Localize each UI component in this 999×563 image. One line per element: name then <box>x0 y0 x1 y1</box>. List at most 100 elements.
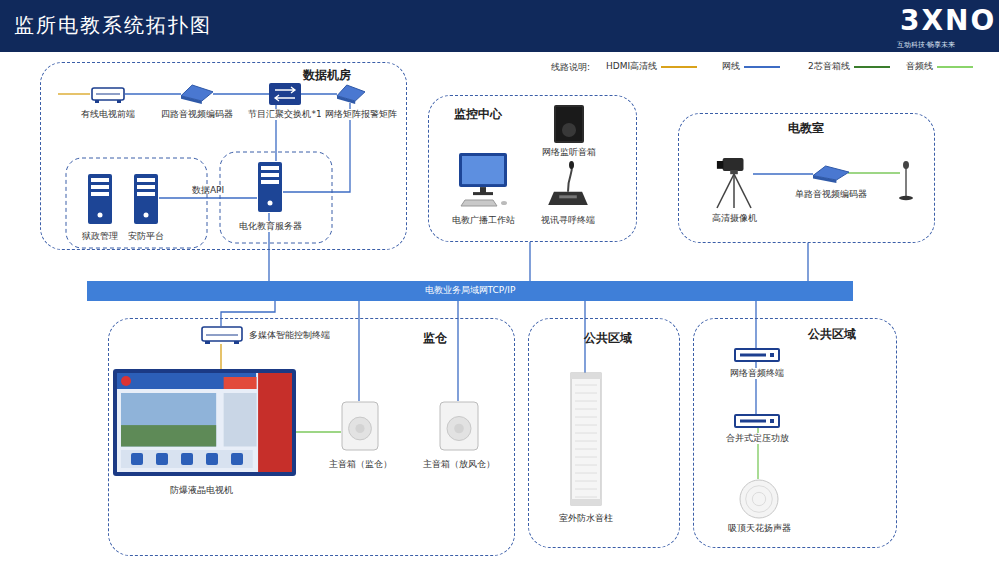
audio-wire <box>848 172 900 173</box>
group-box: 公共区域网络音频终端合并式定压功放吸顶天花扬声器 <box>693 318 897 548</box>
device-label: 合并式定压功放 <box>712 433 802 444</box>
device-node: 网络音频终端 <box>734 348 780 362</box>
device-node: 多媒体智能控制终端 <box>201 326 243 344</box>
rect-shape <box>224 377 257 389</box>
enc-icon <box>813 166 849 182</box>
hdmi-wire <box>58 93 90 94</box>
device-node: 主音箱（放风仓） <box>439 401 479 451</box>
rect-shape <box>113 369 296 476</box>
rect-shape <box>117 100 121 103</box>
rect-shape <box>269 83 301 105</box>
device-node: 节目汇聚交换机*1 <box>269 83 301 105</box>
line-shape <box>206 335 238 336</box>
device-node: 合并式定压功放 <box>734 414 780 428</box>
rack-icon <box>734 414 780 428</box>
microphone-base <box>899 196 913 200</box>
rect-shape <box>740 420 766 423</box>
device-node: 视讯寻呼终端 <box>546 161 590 205</box>
rect-shape <box>231 453 243 465</box>
device-node: 四路音视频编码器 <box>181 85 213 103</box>
line-shape <box>575 385 597 386</box>
group-heading: 公共区域 <box>573 331 643 345</box>
term-icon <box>201 326 243 344</box>
group-box: 公共区域室外防水音柱 <box>528 318 680 548</box>
circle-shape <box>740 480 778 518</box>
rect-shape <box>134 174 158 224</box>
device-label: 主音箱（监仓） <box>319 459 401 470</box>
device-node: 室外防水音柱 <box>570 373 602 505</box>
rect-shape <box>91 178 109 182</box>
device-label: 有线电视前端 <box>73 109 143 120</box>
device-label: 视讯寻呼终端 <box>531 215 605 226</box>
legend-text: HDMI高清线 <box>606 61 657 71</box>
device-label: 网络监听音箱 <box>531 147 607 158</box>
rect-shape <box>156 453 168 465</box>
rect-shape <box>181 453 193 465</box>
device-label: 高清摄像机 <box>699 213 769 224</box>
line-shape <box>734 174 751 208</box>
device-node: 吸顶天花扬声器 <box>739 479 779 519</box>
rect-shape <box>554 105 584 143</box>
connector-line <box>221 301 275 326</box>
rect-shape <box>717 161 723 169</box>
logo-slogan: 互动科技·畅享未来 <box>897 40 955 50</box>
rect-shape <box>462 156 504 184</box>
rect-shape <box>559 195 577 198</box>
rect-shape <box>137 192 155 196</box>
rect-shape <box>735 349 779 361</box>
line-shape <box>717 174 734 208</box>
microphone-stem <box>905 168 907 197</box>
legend-item: 2芯音箱线 <box>808 61 890 72</box>
circle-shape <box>746 486 773 513</box>
edge-label: 数据API <box>168 185 248 196</box>
device-label: 安防平台 <box>121 231 171 242</box>
paging-icon <box>546 161 590 205</box>
rect-shape <box>740 354 766 357</box>
rect-shape <box>137 178 155 182</box>
line-shape <box>575 393 597 394</box>
connector-line <box>296 431 341 432</box>
rect-shape <box>571 499 601 505</box>
circle-shape <box>454 424 464 434</box>
line-shape <box>575 449 597 450</box>
server-icon <box>87 173 113 225</box>
rect-shape <box>571 373 601 505</box>
line-shape <box>575 409 597 410</box>
rect-shape <box>131 453 143 465</box>
circle-shape <box>144 213 149 218</box>
polygon-shape <box>337 96 355 104</box>
circle-shape <box>98 213 103 218</box>
line-shape <box>733 174 735 208</box>
device-node: 网络矩阵报警矩阵 <box>337 85 365 103</box>
path-shape <box>275 87 295 101</box>
line-shape <box>575 441 597 442</box>
legend-text: 音频线 <box>906 61 933 71</box>
rect-shape <box>261 173 279 177</box>
connector-line <box>213 93 269 94</box>
enc-icon <box>337 85 365 103</box>
device-label: 防爆液晶电视机 <box>151 485 251 496</box>
device-label: 节目汇聚交换机*1 <box>243 109 327 120</box>
line-shape <box>575 417 597 418</box>
device-node: 电化教育服务器 <box>257 161 283 213</box>
device-node: 单路音视频编码器 <box>813 166 849 182</box>
legend-text: 网线 <box>722 61 740 71</box>
group-heading: 监仓 <box>405 331 465 345</box>
connector-line <box>807 243 808 281</box>
circle-shape <box>349 417 372 440</box>
line-shape <box>575 481 597 482</box>
polygon-shape <box>461 200 497 206</box>
stb-icon <box>91 86 125 104</box>
diagram-title: 监所电教系统拓扑图 <box>14 13 212 37</box>
circle-shape <box>268 201 273 206</box>
device-label: 吸顶天花扬声器 <box>714 523 804 534</box>
rect-shape <box>95 100 99 103</box>
rect-shape <box>261 180 279 184</box>
line-shape <box>575 497 597 498</box>
logo-text: 3XNO <box>900 5 996 36</box>
legend-item: 网线 <box>722 61 780 72</box>
group-box: 监仓 多媒体智能控制终端防爆液晶电视机 主音箱（监仓） 主音箱（放风仓） <box>108 318 515 556</box>
group-heading: 监控中心 <box>443 107 513 121</box>
rect-shape <box>224 393 257 447</box>
